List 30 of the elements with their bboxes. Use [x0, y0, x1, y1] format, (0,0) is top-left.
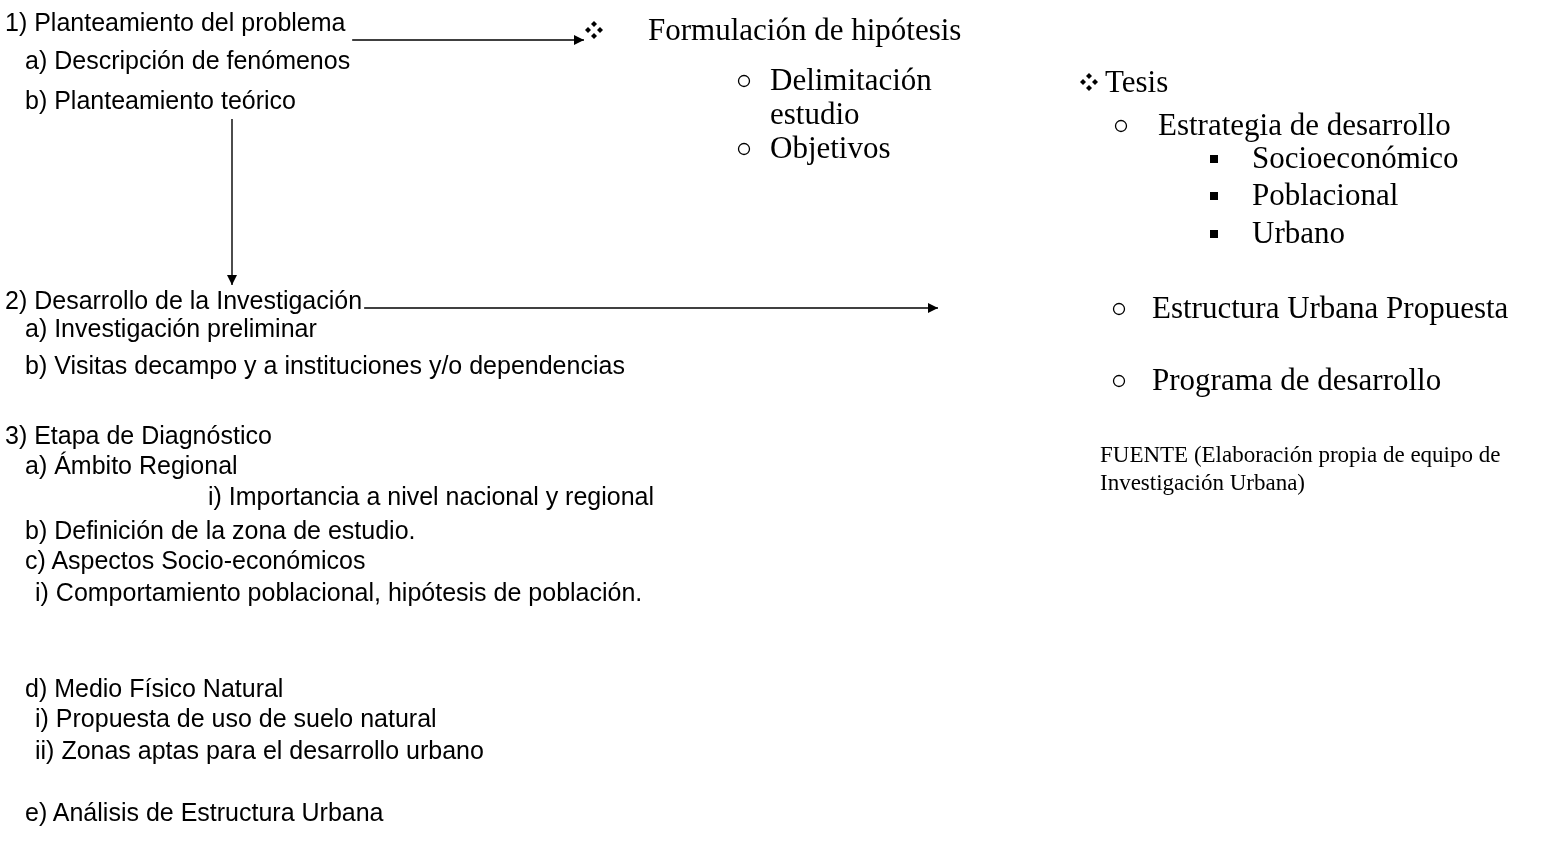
- list-item: i) Importancia a nivel nacional y regional: [208, 481, 655, 511]
- list-item: b) Visitas decampo y a instituciones y/o dependencias: [25, 350, 625, 380]
- list-item: i) Propuesta de uso de suelo natural: [35, 703, 437, 733]
- arrow: [363, 303, 939, 313]
- list-item: b) Planteamiento teórico: [25, 85, 297, 115]
- list-item: Poblacional: [1252, 178, 1399, 212]
- list-item: Tesis: [1105, 65, 1169, 99]
- list-item: e) Análisis de Estructura Urbana: [25, 797, 384, 827]
- arrow: [227, 118, 237, 286]
- arrow: [351, 35, 585, 45]
- list-item: Estrategia de desarrollo: [1158, 108, 1451, 142]
- list-item: i) Comportamiento poblacional, hipótesis de población.: [35, 577, 643, 607]
- list-item: c) Aspectos Socio-económicos: [25, 545, 366, 575]
- list-item: Delimitación estudio: [770, 63, 933, 131]
- list-item: b) Definición de la zona de estudio.: [25, 515, 416, 545]
- list-item: Socioeconómico: [1252, 141, 1459, 175]
- list-item: a) Descripción de fenómenos: [25, 45, 352, 75]
- list-item: Estructura Urbana Propuesta: [1152, 291, 1509, 325]
- list-item: 2) Desarrollo de la Investigación: [5, 285, 364, 315]
- list-item: Formulación de hipótesis: [648, 13, 963, 47]
- list-item: Programa de desarrollo: [1152, 363, 1442, 397]
- list-item: 1) Planteamiento del problema: [5, 7, 347, 37]
- list-item: d) Medio Físico Natural: [25, 673, 284, 703]
- list-item: 3) Etapa de Diagnóstico: [5, 420, 272, 450]
- list-item: FUENTE (Elaboración propia de equipo de Investigación Urbana): [1100, 441, 1502, 497]
- list-item: a) Investigación preliminar: [25, 314, 317, 343]
- list-item: Objetivos: [770, 131, 892, 165]
- list-item: Urbano: [1252, 216, 1345, 250]
- list-item: a) Ámbito Regional: [25, 450, 238, 480]
- list-item: ii) Zonas aptas para el desarrollo urbano: [35, 735, 484, 765]
